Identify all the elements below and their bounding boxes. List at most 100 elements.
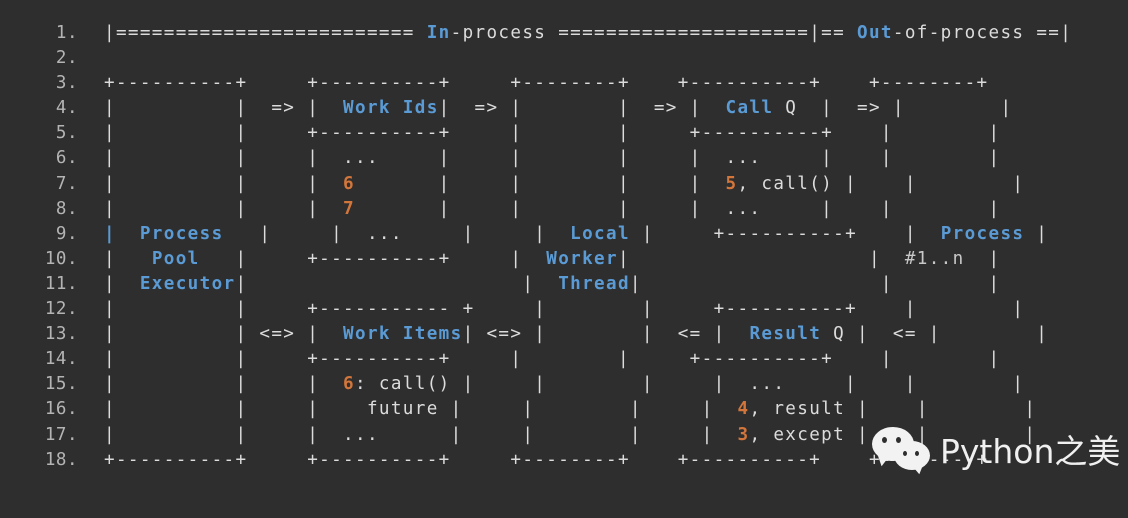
- code-line[interactable]: +----------+ +----------+ +--------+ +--…: [104, 448, 1128, 473]
- line-number: 5.: [55, 123, 78, 144]
- line-number: 3.: [55, 73, 78, 94]
- code-token: | | => |: [104, 98, 344, 119]
- code-line[interactable]: +----------+ +----------+ +--------+ +--…: [104, 71, 1128, 96]
- code-token: In: [426, 23, 451, 43]
- line-number: 15.: [44, 374, 78, 395]
- code-token: |: [964, 248, 1001, 269]
- code-token: | | ... | |: [223, 223, 571, 244]
- line-number-gutter: 1.2.3.4.5.6.7.8.9.10.11.12.13.14.15.16.1…: [0, 21, 78, 518]
- code-token: [845, 23, 857, 43]
- code-token: | |: [617, 248, 905, 269]
- code-token: [415, 23, 427, 43]
- code-token: | |: [235, 273, 559, 294]
- code-token: Work Ids: [343, 98, 439, 119]
- ascii-diagram: |========================= In-process ==…: [78, 21, 1128, 518]
- line-number: 2.: [55, 48, 78, 69]
- code-token: Worker: [546, 248, 618, 269]
- code-line[interactable]: | | | ... | | | | 3, except | | |: [104, 423, 1128, 448]
- code-token: | +----------+ |: [629, 223, 941, 244]
- code-token: | | |: [104, 198, 344, 219]
- line-number: 13.: [44, 324, 78, 345]
- code-line[interactable]: |========================= In-process ==…: [104, 21, 1128, 46]
- code-token: ==|: [1036, 23, 1073, 43]
- code-token: +----------+ +----------+ +--------+ +--…: [104, 449, 989, 470]
- code-token: 5: [725, 173, 738, 194]
- code-line[interactable]: | | +----------+ | | +----------+ | |: [104, 347, 1128, 372]
- code-token: | | | | ... | | |: [355, 198, 1001, 219]
- code-token: Out: [857, 23, 893, 43]
- code-token: Thread: [558, 273, 630, 294]
- code-token: Q: [773, 98, 798, 119]
- code-token: 4: [737, 399, 750, 420]
- code-line[interactable]: | | | 7 | | | | ... | | |: [104, 197, 1128, 222]
- code-line[interactable]: | | | ... | | | | ... | | |: [104, 146, 1128, 171]
- code-token: |: [104, 273, 140, 294]
- line-number: 8.: [55, 198, 78, 219]
- code-line[interactable]: | Executor| | Thread| | |: [104, 272, 1128, 297]
- code-token: | | |: [104, 173, 344, 194]
- line-number: 17.: [44, 424, 78, 445]
- code-line[interactable]: | Process | | ... | | Local | +---------…: [104, 222, 1128, 247]
- code-token: Q: [821, 324, 846, 345]
- code-token: | <= | |: [845, 324, 1049, 345]
- code-token: | | <=> |: [104, 324, 344, 345]
- code-token: : call() | | | | ... | | |: [355, 374, 1025, 395]
- code-token: Result: [749, 324, 822, 345]
- code-token: | | +----------- + | | +----------+ | |: [104, 299, 1025, 320]
- code-token: | | |: [629, 273, 1001, 294]
- code-token: | => | |: [797, 98, 1013, 119]
- code-token: 6: [343, 374, 355, 395]
- code-token: Pool: [151, 248, 200, 269]
- line-number: 11.: [44, 273, 78, 294]
- code-token: | | | |: [355, 173, 726, 194]
- code-token: | | | ... | | | |: [104, 424, 738, 445]
- code-token: #1..n: [904, 248, 965, 269]
- line-number: 4.: [55, 98, 78, 119]
- code-line[interactable]: [104, 46, 1128, 71]
- line-number: 14.: [44, 349, 78, 370]
- code-token: =====================|==: [558, 23, 846, 43]
- code-token: | | +----------+ | | +----------+ | |: [104, 123, 1001, 144]
- code-token: Work Items: [343, 324, 463, 345]
- code-token: |: [1024, 223, 1049, 244]
- code-token: -process: [450, 23, 547, 43]
- code-token: | | | ... | | | | ... | | |: [104, 148, 1001, 169]
- code-token: | | +----------+ | | +----------+ | |: [104, 349, 1001, 370]
- code-line[interactable]: | | => | Work Ids| => | | => | Call Q | …: [104, 96, 1128, 121]
- line-number: 18.: [44, 449, 78, 470]
- code-line[interactable]: | | | future | | | | 4, result | | |: [104, 397, 1128, 422]
- code-token: , call() | | |: [737, 173, 1025, 194]
- code-token: , result | | |: [749, 399, 1037, 420]
- code-token: |: [104, 223, 140, 244]
- code-line[interactable]: | | | 6: call() | | | | ... | | |: [104, 372, 1128, 397]
- line-number: 12.: [44, 299, 78, 320]
- code-token: [1024, 23, 1036, 43]
- code-token: Local: [570, 223, 630, 244]
- line-number: 9.: [55, 223, 78, 244]
- code-token: -of-process: [892, 23, 1025, 43]
- code-token: | +----------+ |: [199, 248, 547, 269]
- code-token: 7: [343, 198, 355, 219]
- code-token: 3: [737, 424, 750, 445]
- code-line[interactable]: | | +----------- + | | +----------+ | |: [104, 297, 1128, 322]
- code-token: Call: [725, 98, 774, 119]
- code-line[interactable]: | Pool | +----------+ | Worker| | #1..n …: [104, 247, 1128, 272]
- code-token: Process: [139, 223, 224, 244]
- code-token: | | | future | | | |: [104, 399, 738, 420]
- code-token: |: [104, 248, 152, 269]
- line-number: 10.: [44, 248, 78, 269]
- code-token: | => | | => |: [438, 98, 726, 119]
- code-token: [546, 23, 558, 43]
- line-number: 16.: [44, 399, 78, 420]
- code-token: 6: [343, 173, 355, 194]
- code-token: | | |: [104, 374, 344, 395]
- code-line[interactable]: | | <=> | Work Items| <=> | | <= | Resul…: [104, 322, 1128, 347]
- code-token: Executor: [139, 273, 236, 294]
- code-line[interactable]: | | +----------+ | | +----------+ | |: [104, 121, 1128, 146]
- code-line[interactable]: | | | 6 | | | | 5, call() | | |: [104, 172, 1128, 197]
- line-number: 1.: [55, 23, 78, 43]
- code-token: +----------+ +----------+ +--------+ +--…: [104, 73, 989, 94]
- code-token: , except | | |: [749, 424, 1037, 445]
- code-token: Process: [940, 223, 1025, 244]
